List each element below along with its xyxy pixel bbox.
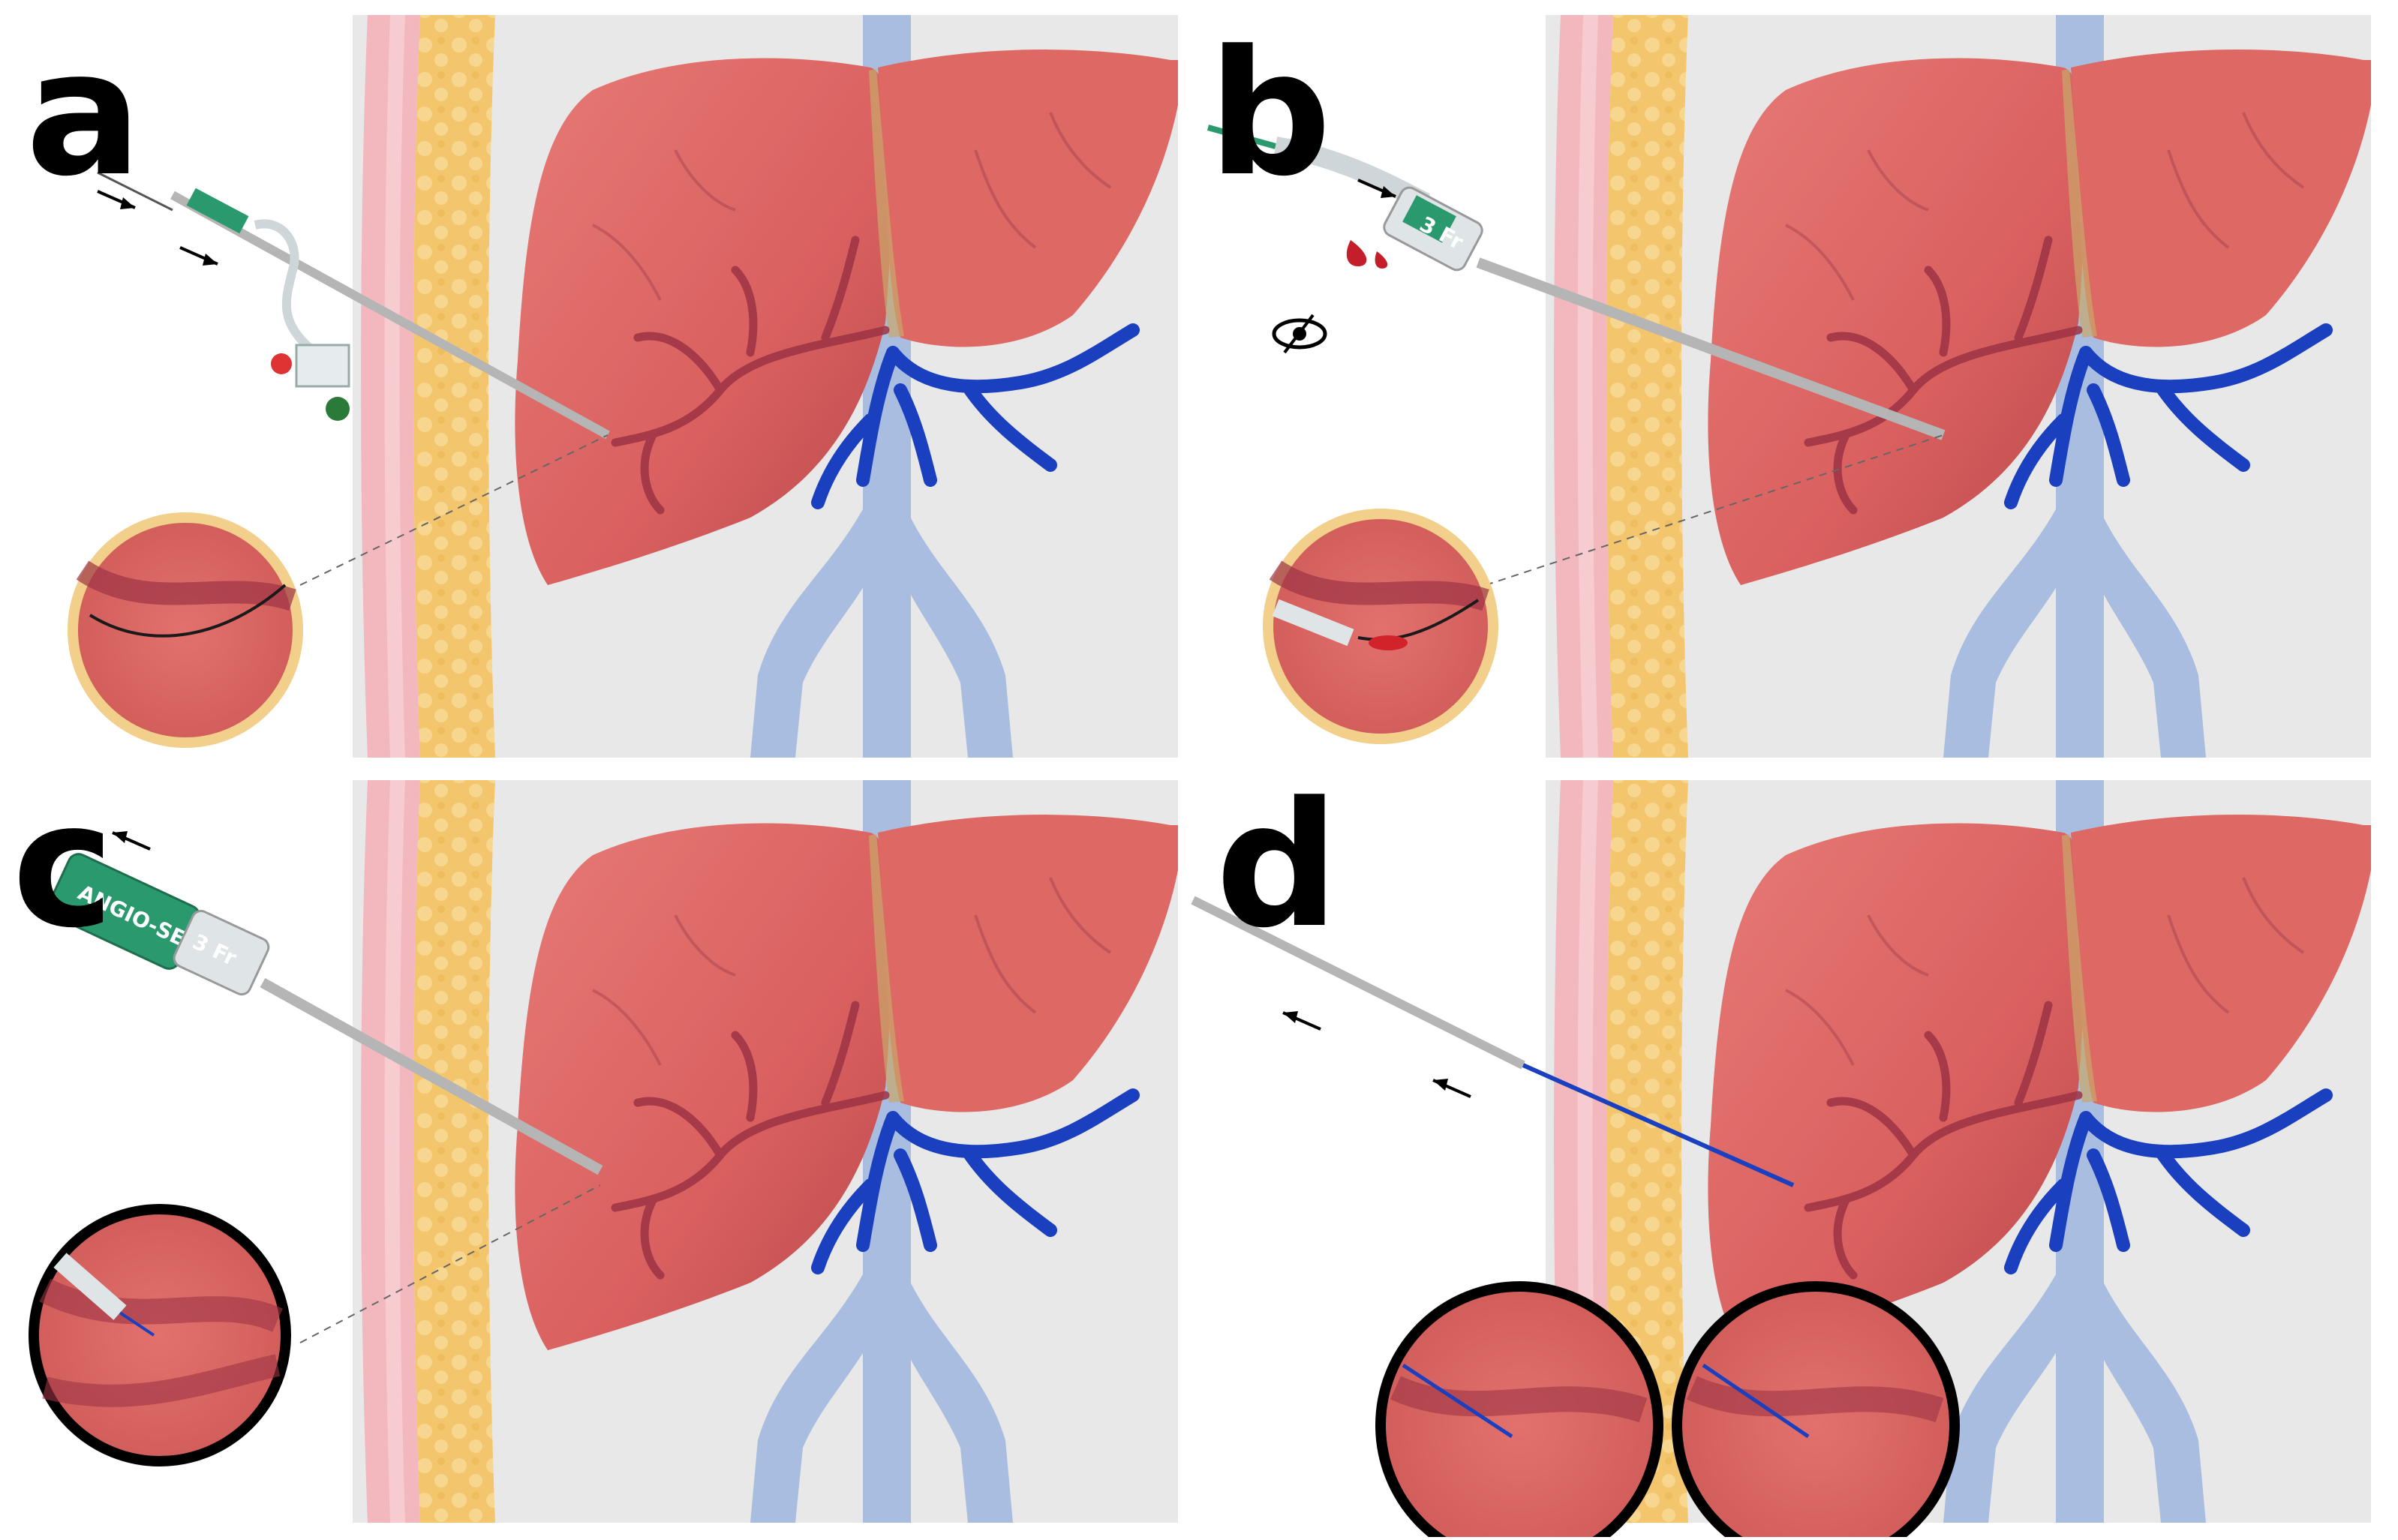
inset-d-left — [1375, 1281, 1663, 1540]
inset-a — [68, 512, 303, 748]
dilator-b: 3 Fr — [1207, 125, 1946, 440]
panel-label-b: b — [1208, 14, 1332, 215]
panel-label-c: c — [12, 766, 115, 966]
panel-c: ANGIO-SEAL 3 Fr — [0, 765, 1178, 1523]
panel-a — [0, 0, 1178, 758]
panel-label-d: d — [1216, 766, 1339, 966]
sheath-d — [1191, 896, 1795, 1187]
closure-device-c: ANGIO-SEAL 3 Fr — [47, 853, 603, 1175]
inset-c — [29, 1204, 291, 1466]
panel-label-a: a — [26, 14, 143, 215]
panel-d — [1191, 765, 2371, 1540]
blood-drop-icon — [1346, 240, 1388, 269]
micropuncture-needle-a — [97, 171, 610, 440]
eye-icon — [1272, 314, 1327, 354]
inset-d-right — [1672, 1281, 1960, 1540]
panel-b: 3 Fr — [1193, 0, 2371, 758]
inset-b — [1263, 509, 1498, 744]
